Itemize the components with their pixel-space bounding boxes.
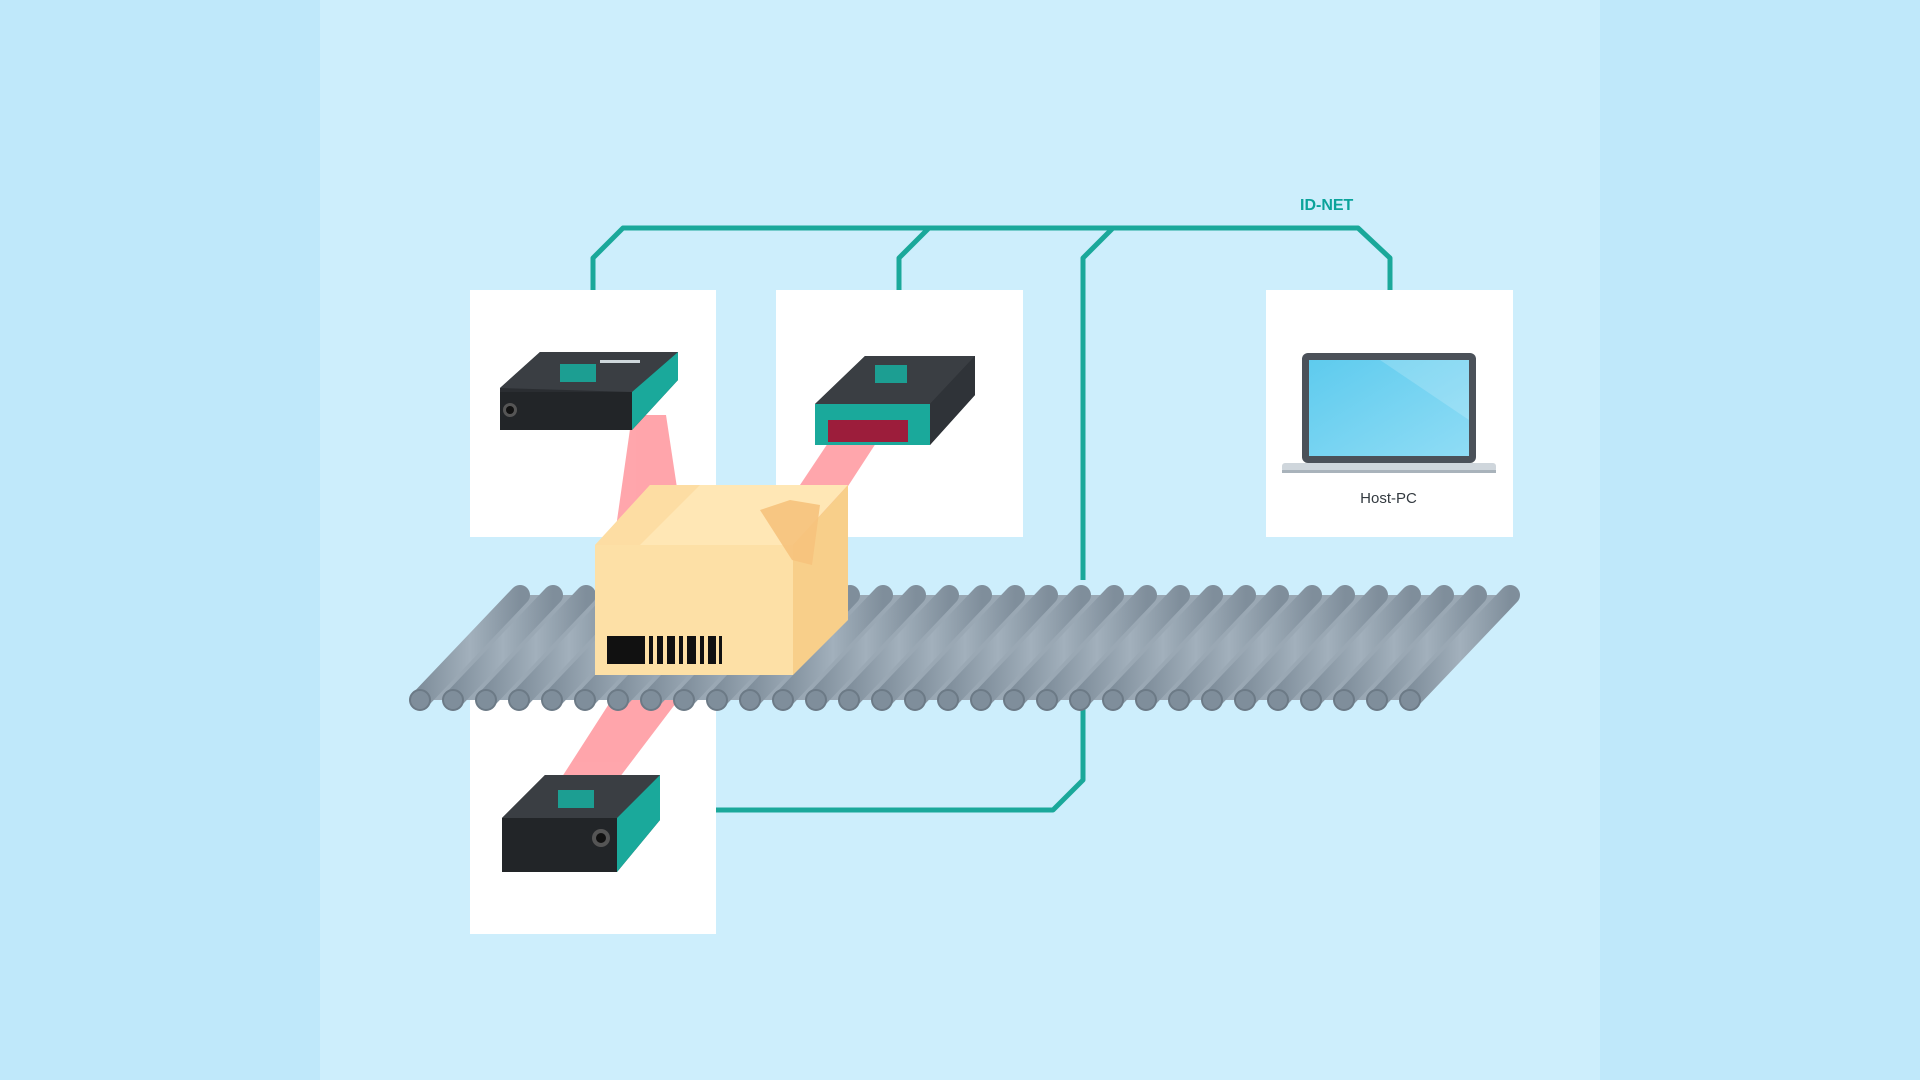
conveyor-roller-end: [838, 689, 860, 711]
conveyor-roller: [1400, 585, 1520, 710]
conveyor-roller: [839, 585, 959, 710]
conveyor-roller: [1268, 585, 1388, 710]
conveyor-roller-end: [937, 689, 959, 711]
conveyor-roller: [1169, 585, 1289, 710]
conveyor-roller: [1037, 585, 1157, 710]
net-trunk: [590, 225, 1393, 290]
conveyor-roller: [1334, 585, 1454, 710]
conveyor-roller-end: [1234, 689, 1256, 711]
conveyor-roller: [773, 585, 893, 710]
conveyor-roller-end: [1168, 689, 1190, 711]
conveyor-roller: [1004, 585, 1124, 710]
conveyor-roller: [1202, 585, 1322, 710]
conveyor-roller-end: [1201, 689, 1223, 711]
conveyor-roller-end: [574, 689, 596, 711]
conveyor-roller-end: [475, 689, 497, 711]
conveyor-roller-end: [1399, 689, 1421, 711]
host-pc-label: Host-PC: [1360, 490, 1417, 507]
conveyor-roller-end: [1003, 689, 1025, 711]
conveyor-roller-end: [1135, 689, 1157, 711]
conveyor-roller: [1136, 585, 1256, 710]
id-net-network: [590, 225, 1393, 813]
conveyor-roller-end: [1069, 689, 1091, 711]
conveyor-roller-end: [1366, 689, 1388, 711]
conveyor-roller: [1301, 585, 1421, 710]
conveyor-roller-end: [1267, 689, 1289, 711]
scanner-icon-bottom: [502, 775, 660, 872]
net-bottom: [716, 700, 1086, 813]
conveyor-roller-end: [1102, 689, 1124, 711]
conveyor-roller-end: [1333, 689, 1355, 711]
conveyor-roller: [938, 585, 1058, 710]
conveyor-roller-end: [1300, 689, 1322, 711]
conveyor-roller-end: [640, 689, 662, 711]
conveyor-roller: [1103, 585, 1223, 710]
conveyor-roller-end: [805, 689, 827, 711]
conveyor-roller-end: [409, 689, 431, 711]
conveyor-roller: [1070, 585, 1190, 710]
conveyor-roller-end: [970, 689, 992, 711]
conveyor-roller: [872, 585, 992, 710]
conveyor-roller-end: [904, 689, 926, 711]
id-net-label: ID-NET: [1300, 197, 1354, 214]
barcode-icon: [607, 636, 722, 664]
net-drop-scanner-2: [896, 226, 931, 290]
scanner-icon-top-middle: [815, 356, 975, 445]
conveyor-roller: [905, 585, 1025, 710]
conveyor-roller: [443, 585, 563, 710]
conveyor-roller-end: [706, 689, 728, 711]
scanner-icon-top-left: [500, 352, 678, 430]
conveyor-roller-end: [673, 689, 695, 711]
conveyor-roller: [1235, 585, 1355, 710]
conveyor-roller-end: [1036, 689, 1058, 711]
net-drop-scanner-3: [1080, 226, 1115, 580]
conveyor-roller-end: [508, 689, 530, 711]
conveyor-roller-end: [772, 689, 794, 711]
conveyor-roller: [806, 585, 926, 710]
conveyor-roller: [1367, 585, 1487, 710]
background-right: [1600, 0, 1920, 1080]
conveyor-icon: [409, 585, 1520, 711]
laptop-icon: [1282, 353, 1496, 473]
background-left: [0, 0, 320, 1080]
conveyor-roller: [476, 585, 596, 710]
conveyor-roller-end: [541, 689, 563, 711]
conveyor-roller: [410, 585, 530, 710]
conveyor-roller-end: [607, 689, 629, 711]
conveyor-roller-end: [442, 689, 464, 711]
conveyor-roller-end: [871, 689, 893, 711]
conveyor-roller-end: [739, 689, 761, 711]
conveyor-roller: [971, 585, 1091, 710]
